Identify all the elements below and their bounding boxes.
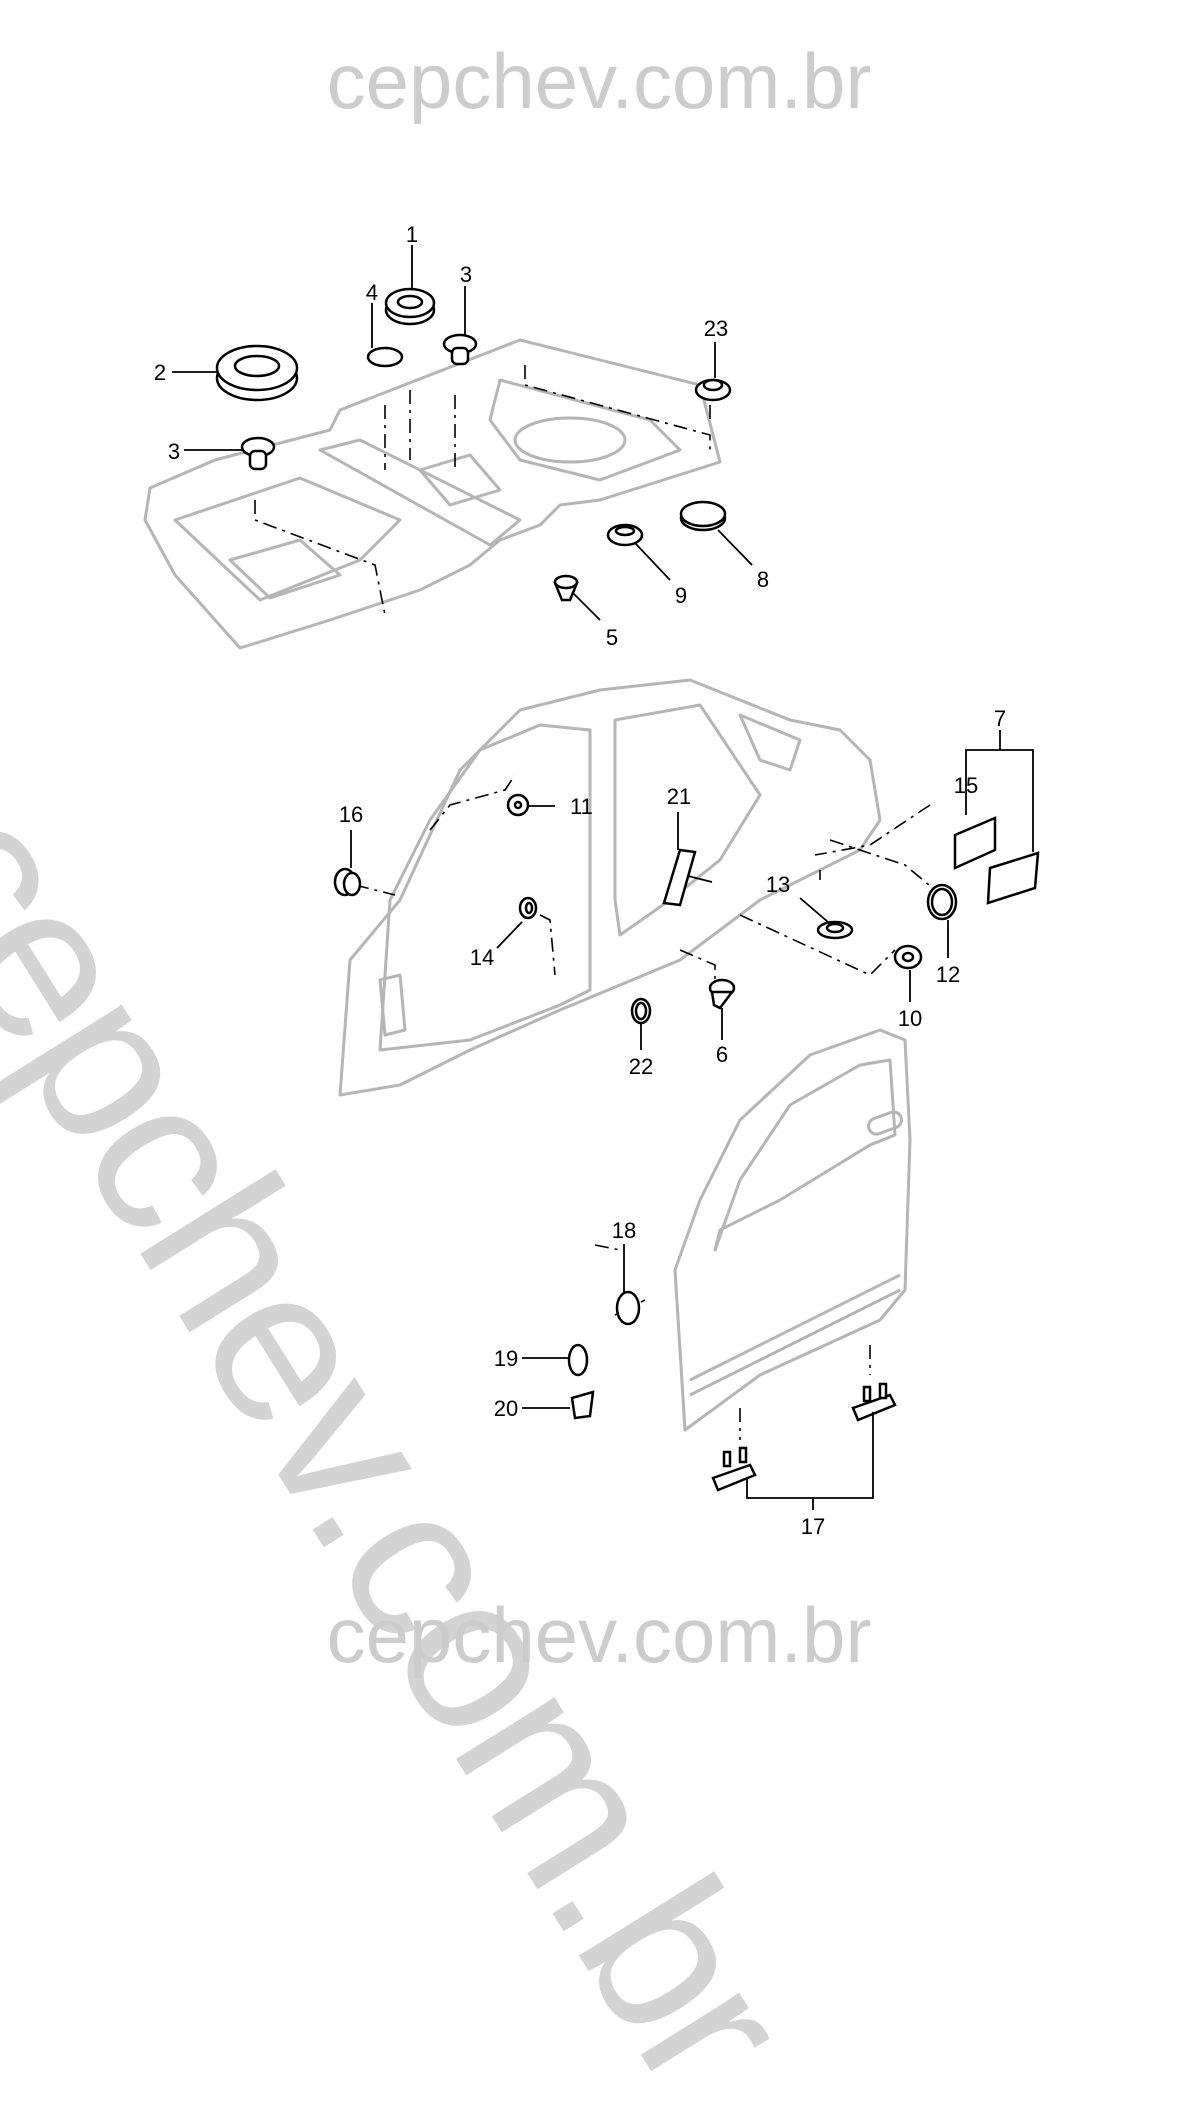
callout-23: 23: [704, 316, 728, 341]
part-19-boot: [567, 1343, 589, 1377]
parts: [215, 287, 1040, 1492]
part-22-ring-small: [630, 997, 652, 1025]
part-12-ring: [926, 883, 958, 921]
part-6-clip: [708, 978, 736, 1010]
part-20-bracket: [570, 1390, 595, 1420]
callout-14: 14: [470, 945, 494, 970]
callout-1: 1: [406, 222, 418, 247]
part-9-grommet: [606, 523, 644, 547]
part-17-hinge-pad-b: [851, 1382, 897, 1422]
callout-10: 10: [898, 1006, 922, 1031]
callout-8: 8: [757, 567, 769, 592]
callout-4: 4: [366, 280, 378, 305]
part-10-grommet: [893, 944, 923, 970]
body-side: [338, 678, 882, 1097]
callout-12: 12: [936, 962, 960, 987]
callout-5: 5: [606, 625, 618, 650]
front-door: [673, 1028, 912, 1432]
watermark-top: cepchev.com.br: [326, 37, 872, 125]
callout-6: 6: [716, 1042, 728, 1067]
callout-19: 19: [494, 1346, 518, 1371]
part-7-vent-housing: [986, 851, 1040, 905]
part-23-grommet: [694, 378, 732, 402]
callout-labels: 1 2 3 3 4 5 6 7 8 9 10 11 12 13 14 15 16…: [154, 222, 1006, 1539]
callout-13: 13: [766, 872, 790, 897]
callout-17: 17: [801, 1514, 825, 1539]
callout-21: 21: [667, 784, 691, 809]
callout-3b: 3: [168, 439, 180, 464]
part-18-door-grommet: [615, 1290, 641, 1326]
callout-22: 22: [629, 1054, 653, 1079]
part-1-grommet-large: [384, 287, 436, 326]
callout-3a: 3: [460, 262, 472, 287]
callout-11: 11: [570, 794, 593, 819]
callout-15: 15: [954, 773, 978, 798]
part-11-plug: [506, 793, 530, 817]
part-3-plug-stem-b: [240, 436, 276, 471]
parts-diagram: 1 2 3 3 4 5 6 7 8 9 10 11 12 13 14 15 16…: [143, 222, 1040, 1539]
leader-lines: [172, 245, 1034, 1510]
part-4-plug-flat: [366, 346, 404, 368]
part-14-grommet-small: [518, 896, 538, 920]
callout-18: 18: [612, 1218, 636, 1243]
part-3-plug-stem-a: [442, 333, 478, 366]
part-21-pad-strip: [662, 848, 697, 907]
callout-20: 20: [494, 1396, 518, 1421]
assembly-lines: [254, 365, 936, 1440]
part-13-grommet-oval: [816, 920, 854, 940]
part-2-grommet-ring: [215, 344, 299, 402]
callout-2: 2: [154, 360, 166, 385]
part-15-vent-screen: [953, 816, 997, 870]
part-17-hinge-pad-a: [711, 1446, 757, 1492]
part-8-plug-cap: [679, 500, 727, 532]
callout-7: 7: [994, 706, 1006, 731]
part-16-bumper: [333, 867, 362, 897]
callout-16: 16: [339, 802, 363, 827]
part-5-plug-cone: [553, 574, 579, 602]
callout-9: 9: [675, 583, 687, 608]
floor-panel: [143, 338, 722, 650]
watermark-bottom: cepchev.com.br: [326, 1591, 872, 1679]
